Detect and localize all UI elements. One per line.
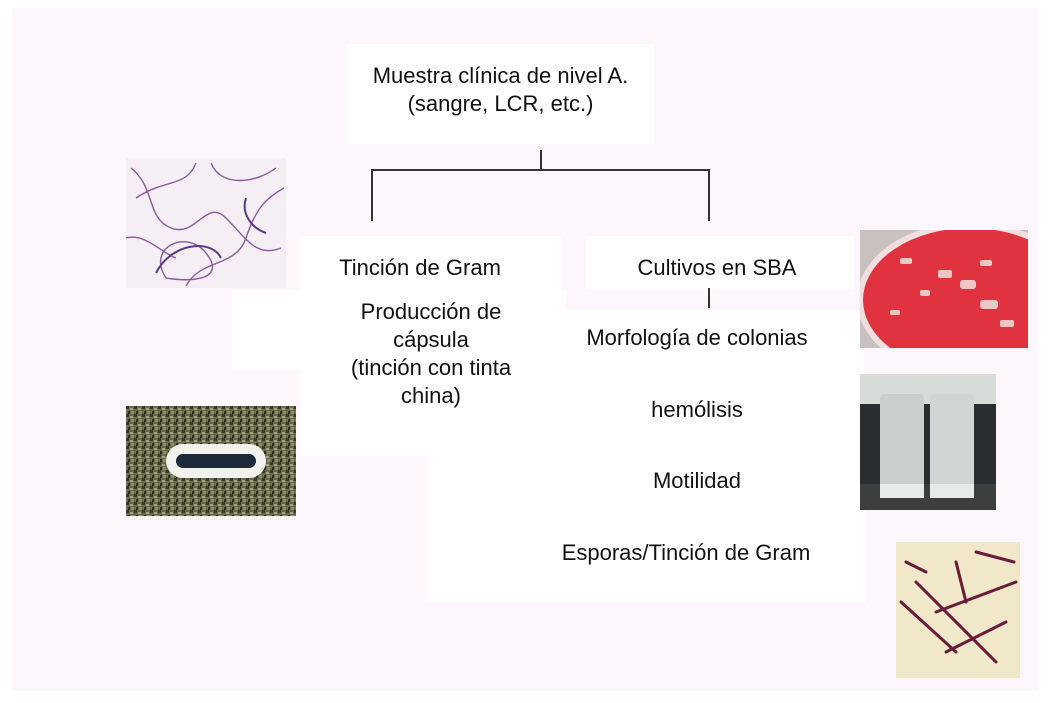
connector-left-drop	[371, 169, 373, 221]
right-title-box	[586, 236, 854, 290]
left-sub-line2: cápsula	[393, 327, 469, 352]
blood-agar-plate-image	[860, 230, 1028, 348]
root-label-line1: Muestra clínica de nivel A.	[372, 63, 629, 88]
left-sub-box	[232, 290, 566, 370]
right-items-box-lower	[428, 456, 866, 602]
left-sub-box-lower	[300, 370, 566, 456]
right-item-hemolysis: hemólisis	[651, 397, 743, 422]
right-item-motility: Motilidad	[652, 468, 742, 493]
left-sub-line1: Producción de	[360, 299, 502, 324]
connector-right-drop	[708, 169, 710, 221]
motility-tubes-image	[860, 374, 996, 510]
connector-horizontal	[371, 169, 710, 171]
left-sub-line4: china)	[401, 383, 461, 408]
left-title-box	[300, 236, 562, 290]
left-sub-line3: (tinción con tinta	[350, 355, 512, 380]
micrograph-spores-image	[896, 542, 1020, 678]
micrograph-capsule-image	[126, 406, 296, 516]
right-branch-title: Cultivos en SBA	[637, 255, 797, 280]
micrograph-chains-image	[126, 158, 286, 288]
root-label-line2: (sangre, LCR, etc.)	[407, 91, 594, 116]
right-item-colony-morphology: Morfología de colonias	[586, 325, 808, 350]
right-item-spores-gram: Esporas/Tinción de Gram	[561, 540, 811, 565]
connector-right-sub	[708, 288, 710, 308]
left-branch-title: Tinción de Gram	[339, 255, 501, 280]
connector-root-stem	[540, 150, 542, 170]
root-box	[347, 44, 654, 144]
